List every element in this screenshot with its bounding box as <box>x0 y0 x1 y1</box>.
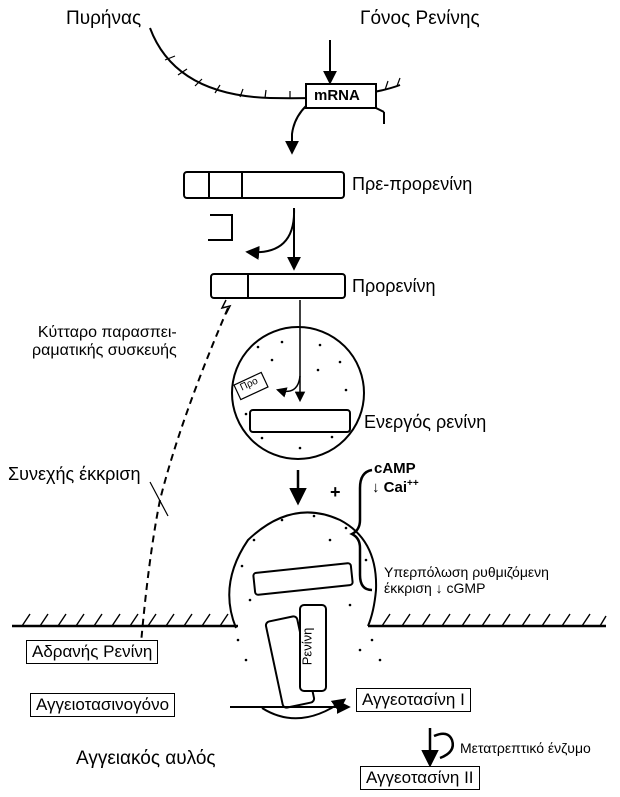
granule-dots <box>245 341 348 450</box>
cai-label: ↓ Cai++ <box>372 478 419 496</box>
angiotensin-2-label: Αγγεοτασίνη ΙΙ <box>360 766 480 790</box>
mrna-tail <box>376 108 384 112</box>
converting-enzyme-curl <box>434 734 453 758</box>
continuous-secretion-leader <box>150 482 168 516</box>
prorenin-bar <box>211 274 345 298</box>
vesicle-renin-bar <box>253 563 353 595</box>
preprorenin-label: Πρε-προρενίνη <box>352 174 472 195</box>
angiotensinogen-label: Αγγειοτασινογόνο <box>30 693 175 717</box>
camp-label: cAMP <box>374 460 416 477</box>
continuous-secretion-label: Συνεχής έκκριση <box>8 464 141 485</box>
plus-sign: + <box>330 482 341 503</box>
arrow-mrna-to-preprorenin <box>292 106 306 152</box>
renin-label: Ρενίνη <box>300 628 315 666</box>
arrow-pro-cleave <box>278 376 300 391</box>
cai-text: ↓ Cai <box>372 479 407 496</box>
regulated-secretion-label: Υπερπόλωση ρυθμιζόμενη έκκριση ↓ cGMP <box>384 564 549 596</box>
juxtaglomerular-cell-label: Κύτταρο παρασπει- ραματικής συσκευής <box>32 324 177 361</box>
nucleus-label: Πυρήνας <box>66 8 141 30</box>
signal-fragment <box>208 215 232 240</box>
active-renin-label: Ενεργός ρενίνη <box>364 412 486 433</box>
mrna-label: mRNA <box>314 87 360 104</box>
cai-superscript: ++ <box>407 478 419 489</box>
arrow-cleave <box>248 208 294 252</box>
renin-gene-label: Γόνος Ρενίνης <box>360 8 480 30</box>
converting-enzyme-label: Μετατρεπτικό ένζυμο <box>460 740 591 756</box>
prorenin-label: Προρενίνη <box>352 276 436 297</box>
active-renin-bar <box>250 410 350 432</box>
inactive-renin-label: Αδρανής Ρενίνη <box>26 640 158 664</box>
blood-vessel-label: Αγγειακός αυλός <box>76 748 216 770</box>
angiotensin-1-label: Αγγεοτασίνη Ι <box>356 688 471 712</box>
